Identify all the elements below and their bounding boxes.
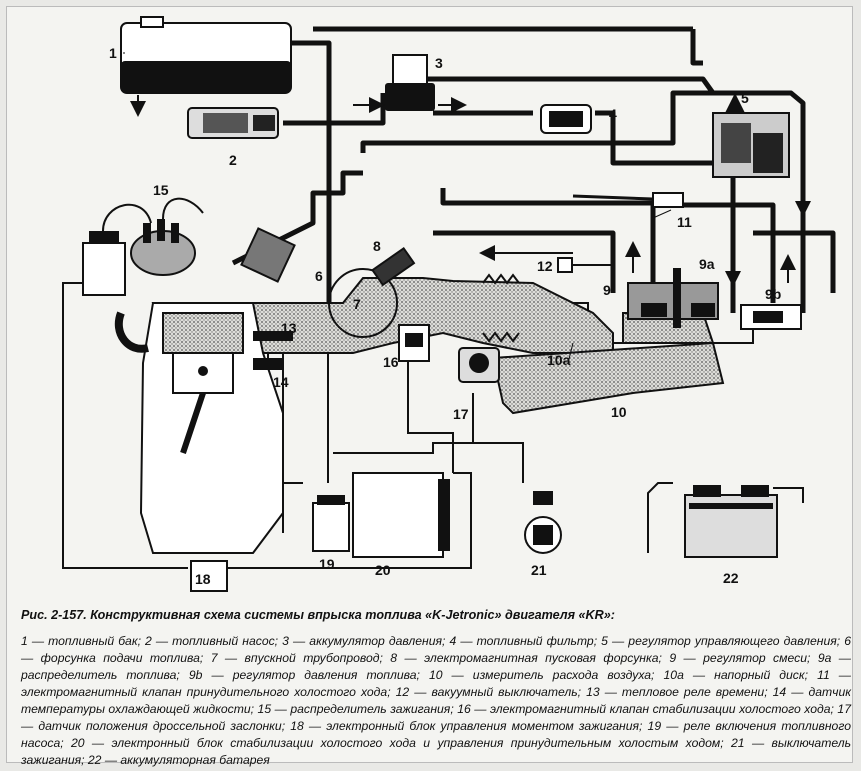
ignition-coil [82, 231, 126, 296]
battery [684, 485, 778, 558]
mixture-regulator [625, 241, 741, 328]
label-22: 22 [723, 570, 739, 586]
label-2: 2 [229, 152, 237, 168]
ignition-control-unit [190, 560, 228, 592]
label-7: 7 [353, 296, 361, 312]
label-19: 19 [319, 556, 335, 572]
label-4: 4 [609, 106, 617, 122]
label-9b: 9b [765, 286, 781, 302]
caption-legend: 1 — топливный бак; 2 — топливный насос; … [21, 634, 851, 767]
ignition-switch [524, 491, 562, 554]
fuel-filter [540, 104, 592, 134]
label-12: 12 [537, 258, 553, 274]
vacuum-switch [557, 257, 613, 273]
label-10a: 10a [547, 352, 571, 368]
idle-control-unit [352, 472, 450, 558]
component-numbers: 1 2 3 4 5 6 7 8 9 9a 9b 10 10a 11 12 13 … [109, 45, 781, 587]
label-15: 15 [153, 182, 169, 198]
engine-block [114, 302, 284, 554]
throttle-position-sensor [458, 347, 500, 383]
label-17: 17 [453, 406, 469, 422]
intake-pipe [328, 268, 398, 338]
idle-stabilizer-valve [398, 324, 430, 362]
label-5: 5 [741, 90, 749, 106]
fuel-injection-diagram: 1 2 3 4 5 6 7 8 9 9a 9b 10 10a 11 12 13 … [62, 16, 836, 592]
fuel-pump-relay [312, 495, 350, 552]
figure-caption: Рис. 2-157. Конструктивная схема системы… [21, 607, 851, 769]
label-13: 13 [281, 320, 297, 336]
label-18: 18 [195, 571, 211, 587]
fuel-pressure-regulator [740, 183, 811, 330]
label-3: 3 [435, 55, 443, 71]
fuel-pump [187, 107, 279, 139]
label-14: 14 [273, 374, 289, 390]
ignition-distributor [102, 197, 296, 283]
figure-frame: 1 2 3 4 5 6 7 8 9 9a 9b 10 10a 11 12 13 … [6, 6, 853, 767]
pressure-accumulator [353, 54, 467, 113]
label-8: 8 [373, 238, 381, 254]
fuel-tank [120, 16, 292, 117]
caption-title: Рис. 2-157. Конструктивная схема системы… [21, 608, 615, 622]
label-10: 10 [611, 404, 627, 420]
label-21: 21 [531, 562, 547, 578]
label-1: 1 [109, 45, 117, 61]
label-9: 9 [603, 282, 611, 298]
label-20: 20 [375, 562, 391, 578]
label-11: 11 [677, 214, 692, 230]
forced-idle-valve [572, 192, 684, 208]
engine-sensors [253, 331, 293, 370]
warm-up-regulator [712, 93, 790, 178]
label-6: 6 [315, 268, 323, 284]
label-16: 16 [383, 354, 399, 370]
label-9a: 9a [699, 256, 715, 272]
cold-start-injector [371, 246, 416, 287]
leader-lines [123, 52, 672, 364]
